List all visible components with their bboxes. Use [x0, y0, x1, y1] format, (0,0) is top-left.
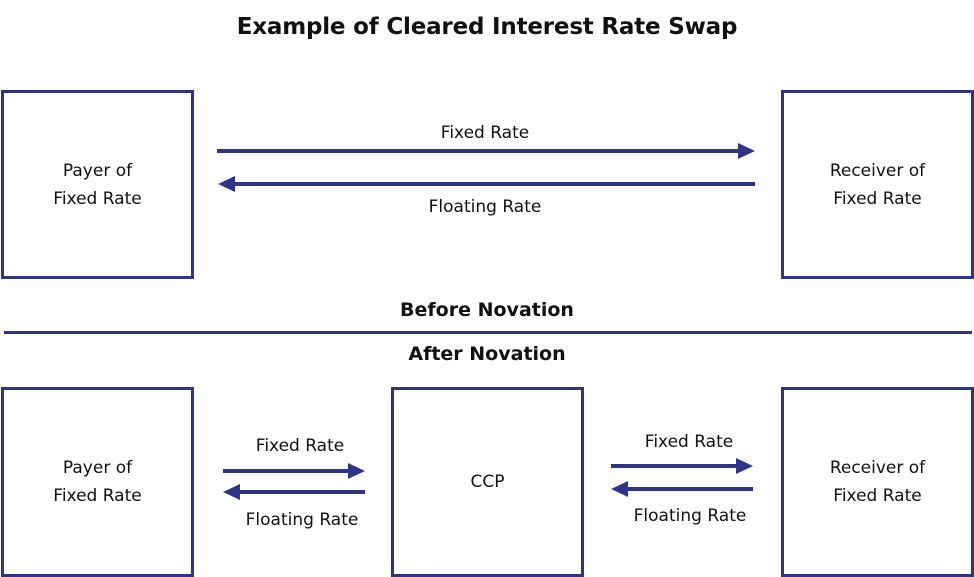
after-right-fixed-rate-arrow: [611, 458, 753, 474]
before-novation-label: Before Novation: [400, 299, 574, 321]
before-floating-rate-label: Floating Rate: [428, 197, 542, 217]
after-receiver-label: Receiver of Fixed Rate: [829, 458, 926, 506]
after-right-floating-rate-arrow: [611, 481, 753, 497]
diagram-title: Example of Cleared Interest Rate Swap: [236, 14, 738, 40]
ccp-label: CCP: [470, 472, 505, 492]
after-right-floating-rate-label: Floating Rate: [633, 506, 747, 526]
after-left-floating-rate-label: Floating Rate: [245, 510, 359, 530]
before-receiver-label: Receiver of Fixed Rate: [829, 160, 926, 209]
after-payer-label: Payer of Fixed Rate: [53, 458, 142, 506]
before-payer-box: Payer of Fixed Rate: [1, 90, 194, 279]
before-floating-rate-arrow: [218, 176, 755, 192]
before-fixed-rate-label: Fixed Rate: [440, 123, 530, 143]
after-receiver-box: Receiver of Fixed Rate: [781, 387, 974, 577]
ccp-box: CCP: [391, 387, 584, 577]
after-right-fixed-rate-label: Fixed Rate: [644, 432, 734, 452]
before-fixed-rate-arrow: [217, 143, 755, 159]
before-payer-label: Payer of Fixed Rate: [53, 160, 142, 209]
after-novation-label: After Novation: [408, 343, 566, 365]
after-left-fixed-rate-arrow: [223, 463, 365, 479]
before-receiver-box: Receiver of Fixed Rate: [781, 90, 974, 279]
after-left-floating-rate-arrow: [223, 484, 365, 500]
after-left-fixed-rate-label: Fixed Rate: [255, 436, 345, 456]
after-payer-box: Payer of Fixed Rate: [1, 387, 194, 577]
novation-divider: [4, 331, 972, 334]
